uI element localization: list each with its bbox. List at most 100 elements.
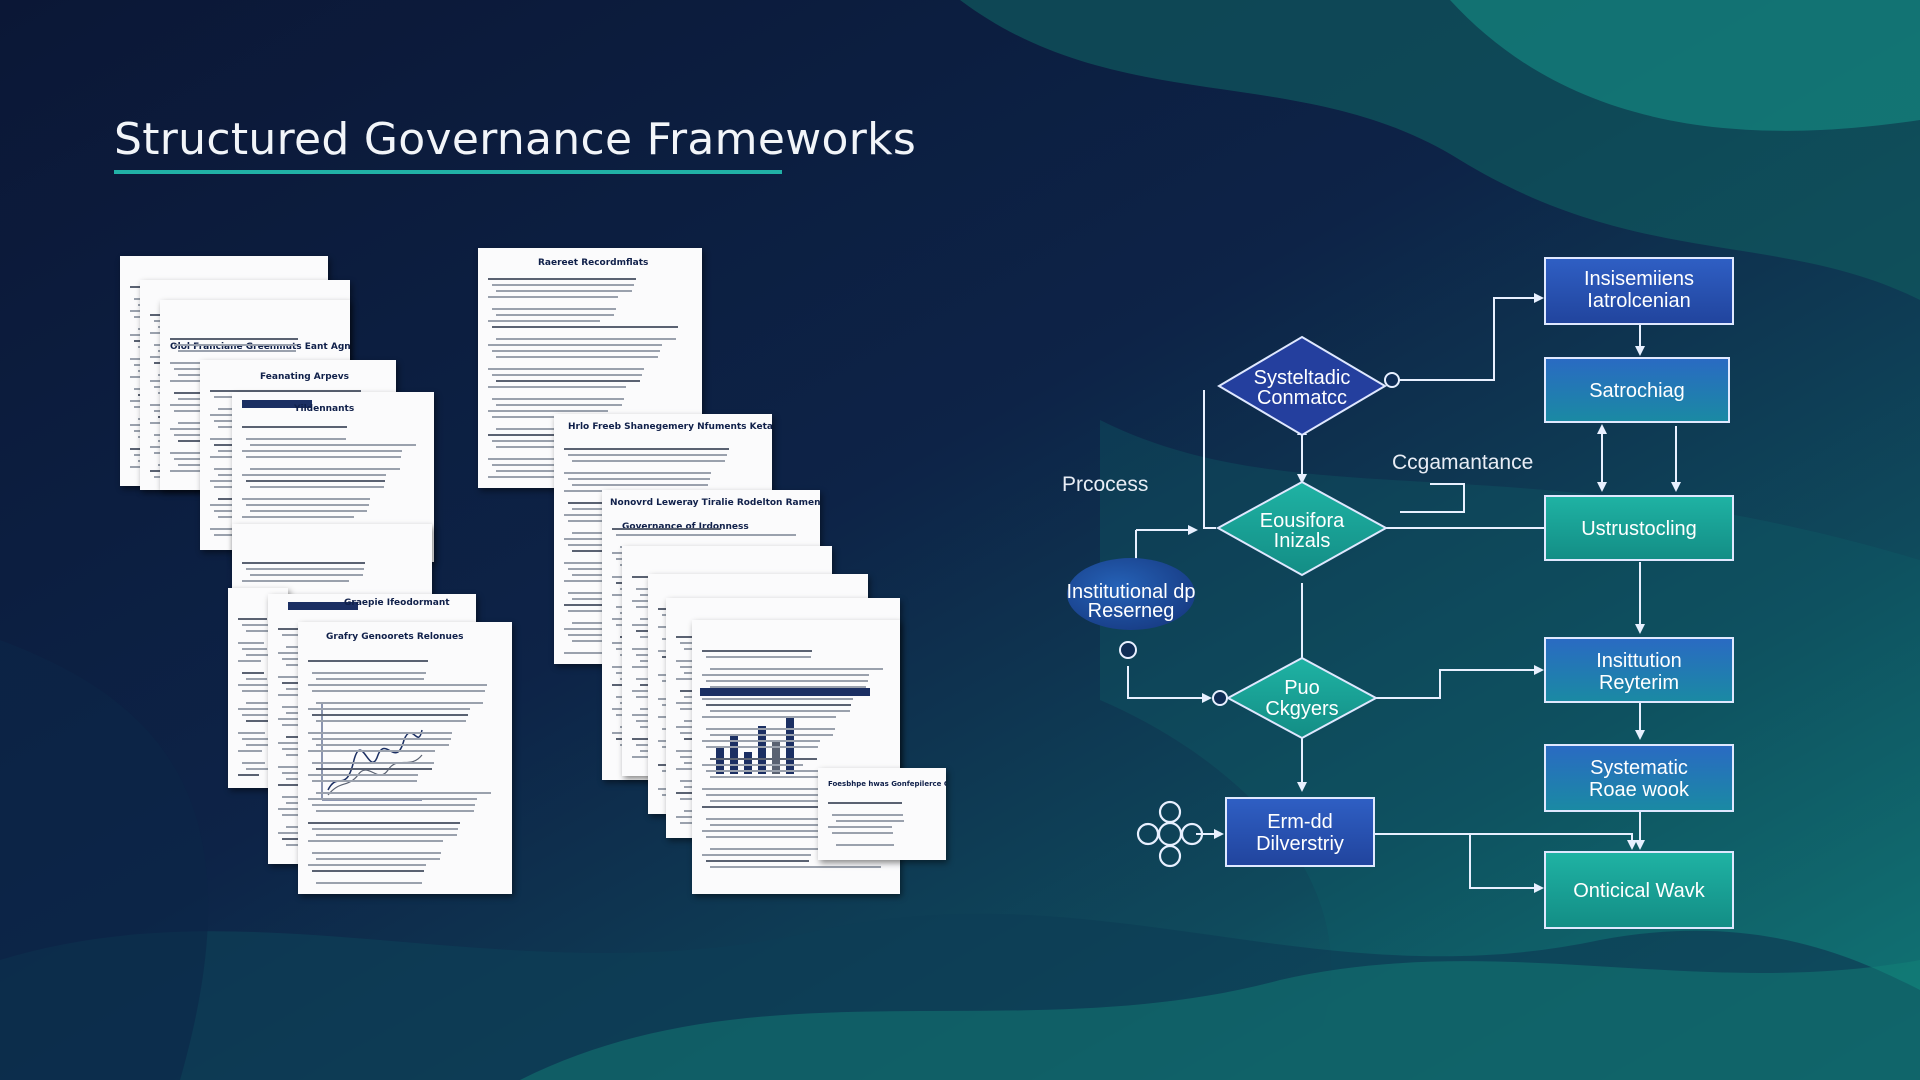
document-text-line — [316, 810, 474, 812]
svg-text:Puo: Puo — [1284, 677, 1320, 699]
document-text-line — [246, 630, 273, 632]
document-text-line — [312, 714, 468, 716]
document-text-line — [312, 672, 426, 674]
document-text-line — [238, 708, 269, 710]
document-text-line — [312, 780, 417, 782]
document-text-line — [568, 478, 710, 480]
ellipse-label-line1: Institutional dp — [1067, 581, 1196, 603]
svg-text:Onticical Wavk: Onticical Wavk — [1573, 880, 1706, 902]
document-text-line — [706, 656, 811, 658]
document-heading: Yildennants — [294, 404, 355, 414]
document-text-line — [312, 738, 451, 740]
document-text-line — [828, 802, 902, 804]
document-text-line — [308, 774, 419, 776]
document-text-line — [174, 344, 297, 346]
process-label: Prcocess — [1062, 473, 1148, 496]
document-text-line — [572, 484, 708, 486]
document-text-line — [246, 480, 385, 482]
diamond-eousifora: Eousifora Inizals — [1215, 480, 1389, 577]
document-heading: Governance of Irdonness — [622, 522, 749, 532]
box-onticical: Onticical Wavk — [1544, 851, 1734, 929]
document-text-line — [242, 762, 266, 764]
document-text-line — [242, 672, 264, 674]
institutional-ellipse-node: Institutional dp Reserneg — [1067, 558, 1196, 630]
document-heading: Foesbhpe hwas Gonfepilerce Gs Fepyeno Go… — [828, 780, 946, 788]
document-text-line — [308, 798, 478, 800]
document-text-line — [710, 734, 834, 736]
document-text-line — [242, 516, 355, 518]
document-text-line — [488, 368, 644, 370]
document-text-line — [702, 740, 820, 742]
document-text-line — [238, 684, 272, 686]
document-text-line — [246, 654, 270, 656]
document-text-line — [242, 624, 271, 626]
document-text-line — [710, 848, 825, 850]
document-text-line — [312, 690, 485, 692]
document-text-line — [488, 296, 618, 298]
document-text-line — [706, 794, 859, 796]
document-header-bar — [242, 400, 312, 408]
document-text-line — [312, 804, 476, 806]
connector-nodes — [1119, 372, 1400, 706]
document-text-line — [496, 290, 632, 292]
document-text-line — [238, 774, 259, 776]
diamond-systematic: Systeltadic Conmatcc — [1217, 335, 1387, 437]
svg-text:Systeltadic: Systeltadic — [1254, 367, 1351, 389]
document-text-line — [496, 404, 622, 406]
document-text-line — [492, 326, 678, 328]
document-text-line — [238, 618, 268, 620]
document-text-line — [710, 758, 817, 760]
document-text-line — [828, 826, 893, 828]
document-text-line — [242, 450, 403, 452]
document-text-line — [710, 800, 858, 802]
document-text-line — [242, 498, 371, 500]
document-text-line — [238, 732, 266, 734]
document-text-line — [246, 720, 275, 722]
document-text-line — [492, 416, 606, 418]
document-text-line — [250, 444, 416, 446]
document-text-line — [710, 776, 874, 778]
document-text-line — [242, 648, 267, 650]
document-text-line — [702, 830, 828, 832]
document-text-line — [242, 580, 350, 582]
document-text-line — [488, 410, 608, 412]
document-text-line — [832, 814, 903, 816]
document-text-line — [706, 746, 819, 748]
document-text-line — [246, 678, 267, 680]
document-text-line — [308, 822, 460, 824]
document-text-line — [308, 684, 487, 686]
document-text-line — [564, 472, 712, 474]
document-text-line — [316, 834, 457, 836]
svg-text:Ckgyers: Ckgyers — [1265, 698, 1338, 720]
document-text-line — [246, 702, 278, 704]
document-text-line — [316, 678, 425, 680]
svg-text:Roae wook: Roae wook — [1589, 779, 1690, 801]
document-text-line — [572, 460, 726, 462]
document-text-line — [702, 788, 861, 790]
diamond-puo: Puo Ckgyers — [1225, 656, 1379, 740]
document-page: Grafry Genoorets Relonues — [298, 622, 512, 894]
document-text-line — [308, 660, 428, 662]
document-heading: Hrlo Freeb Shanegemery Nfuments Ketamall — [568, 422, 772, 432]
svg-text:Inizals: Inizals — [1274, 530, 1331, 552]
document-text-line — [496, 338, 676, 340]
document-text-line — [488, 386, 626, 388]
document-text-line — [316, 702, 484, 704]
document-heading: Feanating Arpevs — [260, 372, 349, 382]
title-underline — [114, 170, 782, 174]
document-text-line — [706, 770, 876, 772]
document-text-line — [250, 574, 363, 576]
document-text-line — [316, 744, 449, 746]
box-ustrustocling: Ustrustocling — [1544, 495, 1734, 561]
document-text-line — [178, 350, 296, 352]
document-text-line — [246, 438, 346, 440]
document-heading: Olol Franciane Greenmuts Eant Agnerds — [170, 342, 350, 352]
document-text-line — [308, 708, 470, 710]
document-text-line — [710, 686, 867, 688]
document-text-line — [564, 448, 729, 450]
document-text-line — [702, 854, 811, 856]
document-text-line — [496, 314, 614, 316]
box-erm-dd: Erm-dd Dilverstriy — [1225, 797, 1375, 867]
document-text-line — [488, 320, 600, 322]
